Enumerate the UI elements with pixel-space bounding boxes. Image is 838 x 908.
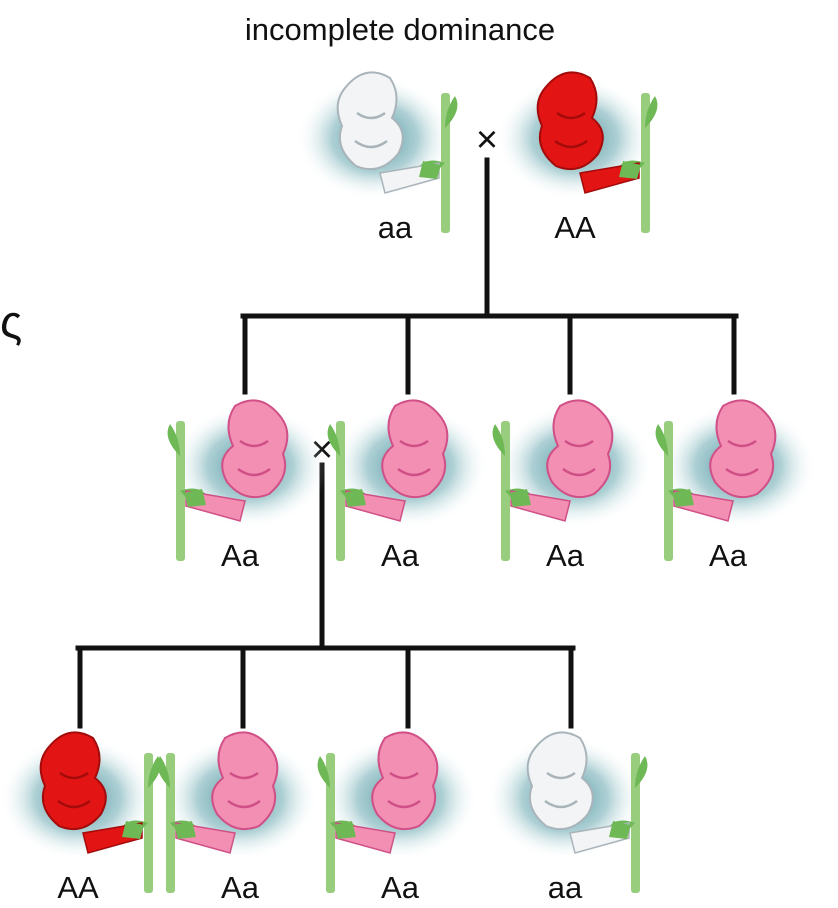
petals [528,732,593,829]
flower-white: aa [297,72,457,245]
genotype-label: Aa [709,538,748,573]
genotype-label: aa [378,210,413,245]
petals [710,400,775,497]
petals [222,400,287,497]
cross-symbol-parents: × [476,119,498,161]
genotype-label: aa [548,870,583,905]
flower-pink: Aa [493,400,653,573]
flower-pink: Aa [158,732,318,905]
flower-red: AA [0,732,160,905]
petals [212,732,277,829]
petals [547,400,612,497]
petals [372,732,437,829]
flower-white: aa [487,732,647,905]
edge-glyph: ς [0,296,22,348]
flower-pink: Aa [656,400,816,573]
petals [538,72,603,169]
genotype-label: Aa [381,870,420,905]
flower-pink: Aa [168,400,328,573]
flower-pink: Aa [328,400,488,573]
petals [338,72,403,169]
genotype-label: Aa [546,538,585,573]
genotype-label: Aa [381,538,420,573]
petals [41,732,106,829]
genotype-label: Aa [221,538,260,573]
genotype-label: Aa [221,870,260,905]
flower-red: AA [497,72,657,245]
petals [382,400,447,497]
genotype-label: AA [57,870,99,905]
f1-generation: Aa Aa Aa Aa [168,400,816,573]
f2-generation: AA Aa Aa aa [0,732,647,905]
flower-pink: Aa [318,732,478,905]
genotype-label: AA [554,210,596,245]
diagram-title: incomplete dominance [245,12,555,47]
